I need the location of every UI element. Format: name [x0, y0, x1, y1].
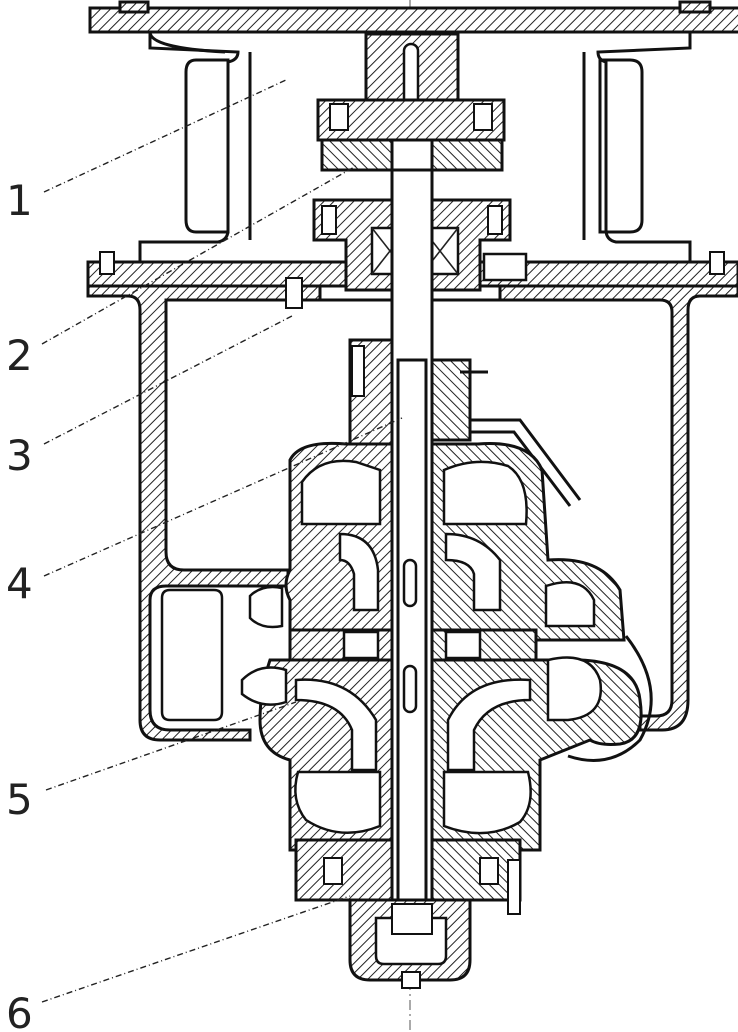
callout-2: 2	[6, 331, 33, 380]
pump-shaft	[390, 168, 434, 932]
leader-5	[45, 701, 297, 791]
callout-3: 3	[6, 431, 33, 480]
lower-volute-stage	[240, 635, 653, 852]
upper-volute-stage	[248, 441, 626, 642]
outer-casing	[86, 277, 738, 742]
bottom-bearing-cover	[294, 838, 522, 989]
leader-2	[41, 165, 357, 345]
callout-labels: 1 2 3 4 5 6	[6, 176, 33, 1032]
coupling-bearing-housing	[312, 32, 528, 292]
leader-1	[43, 79, 287, 193]
leader-3	[43, 315, 293, 445]
callout-4: 4	[6, 559, 33, 608]
leader-lines	[41, 79, 403, 1003]
leader-6	[41, 895, 351, 1003]
callout-6: 6	[6, 989, 33, 1032]
leader-4	[43, 417, 403, 577]
callout-5: 5	[6, 775, 33, 824]
callout-1: 1	[6, 176, 33, 225]
